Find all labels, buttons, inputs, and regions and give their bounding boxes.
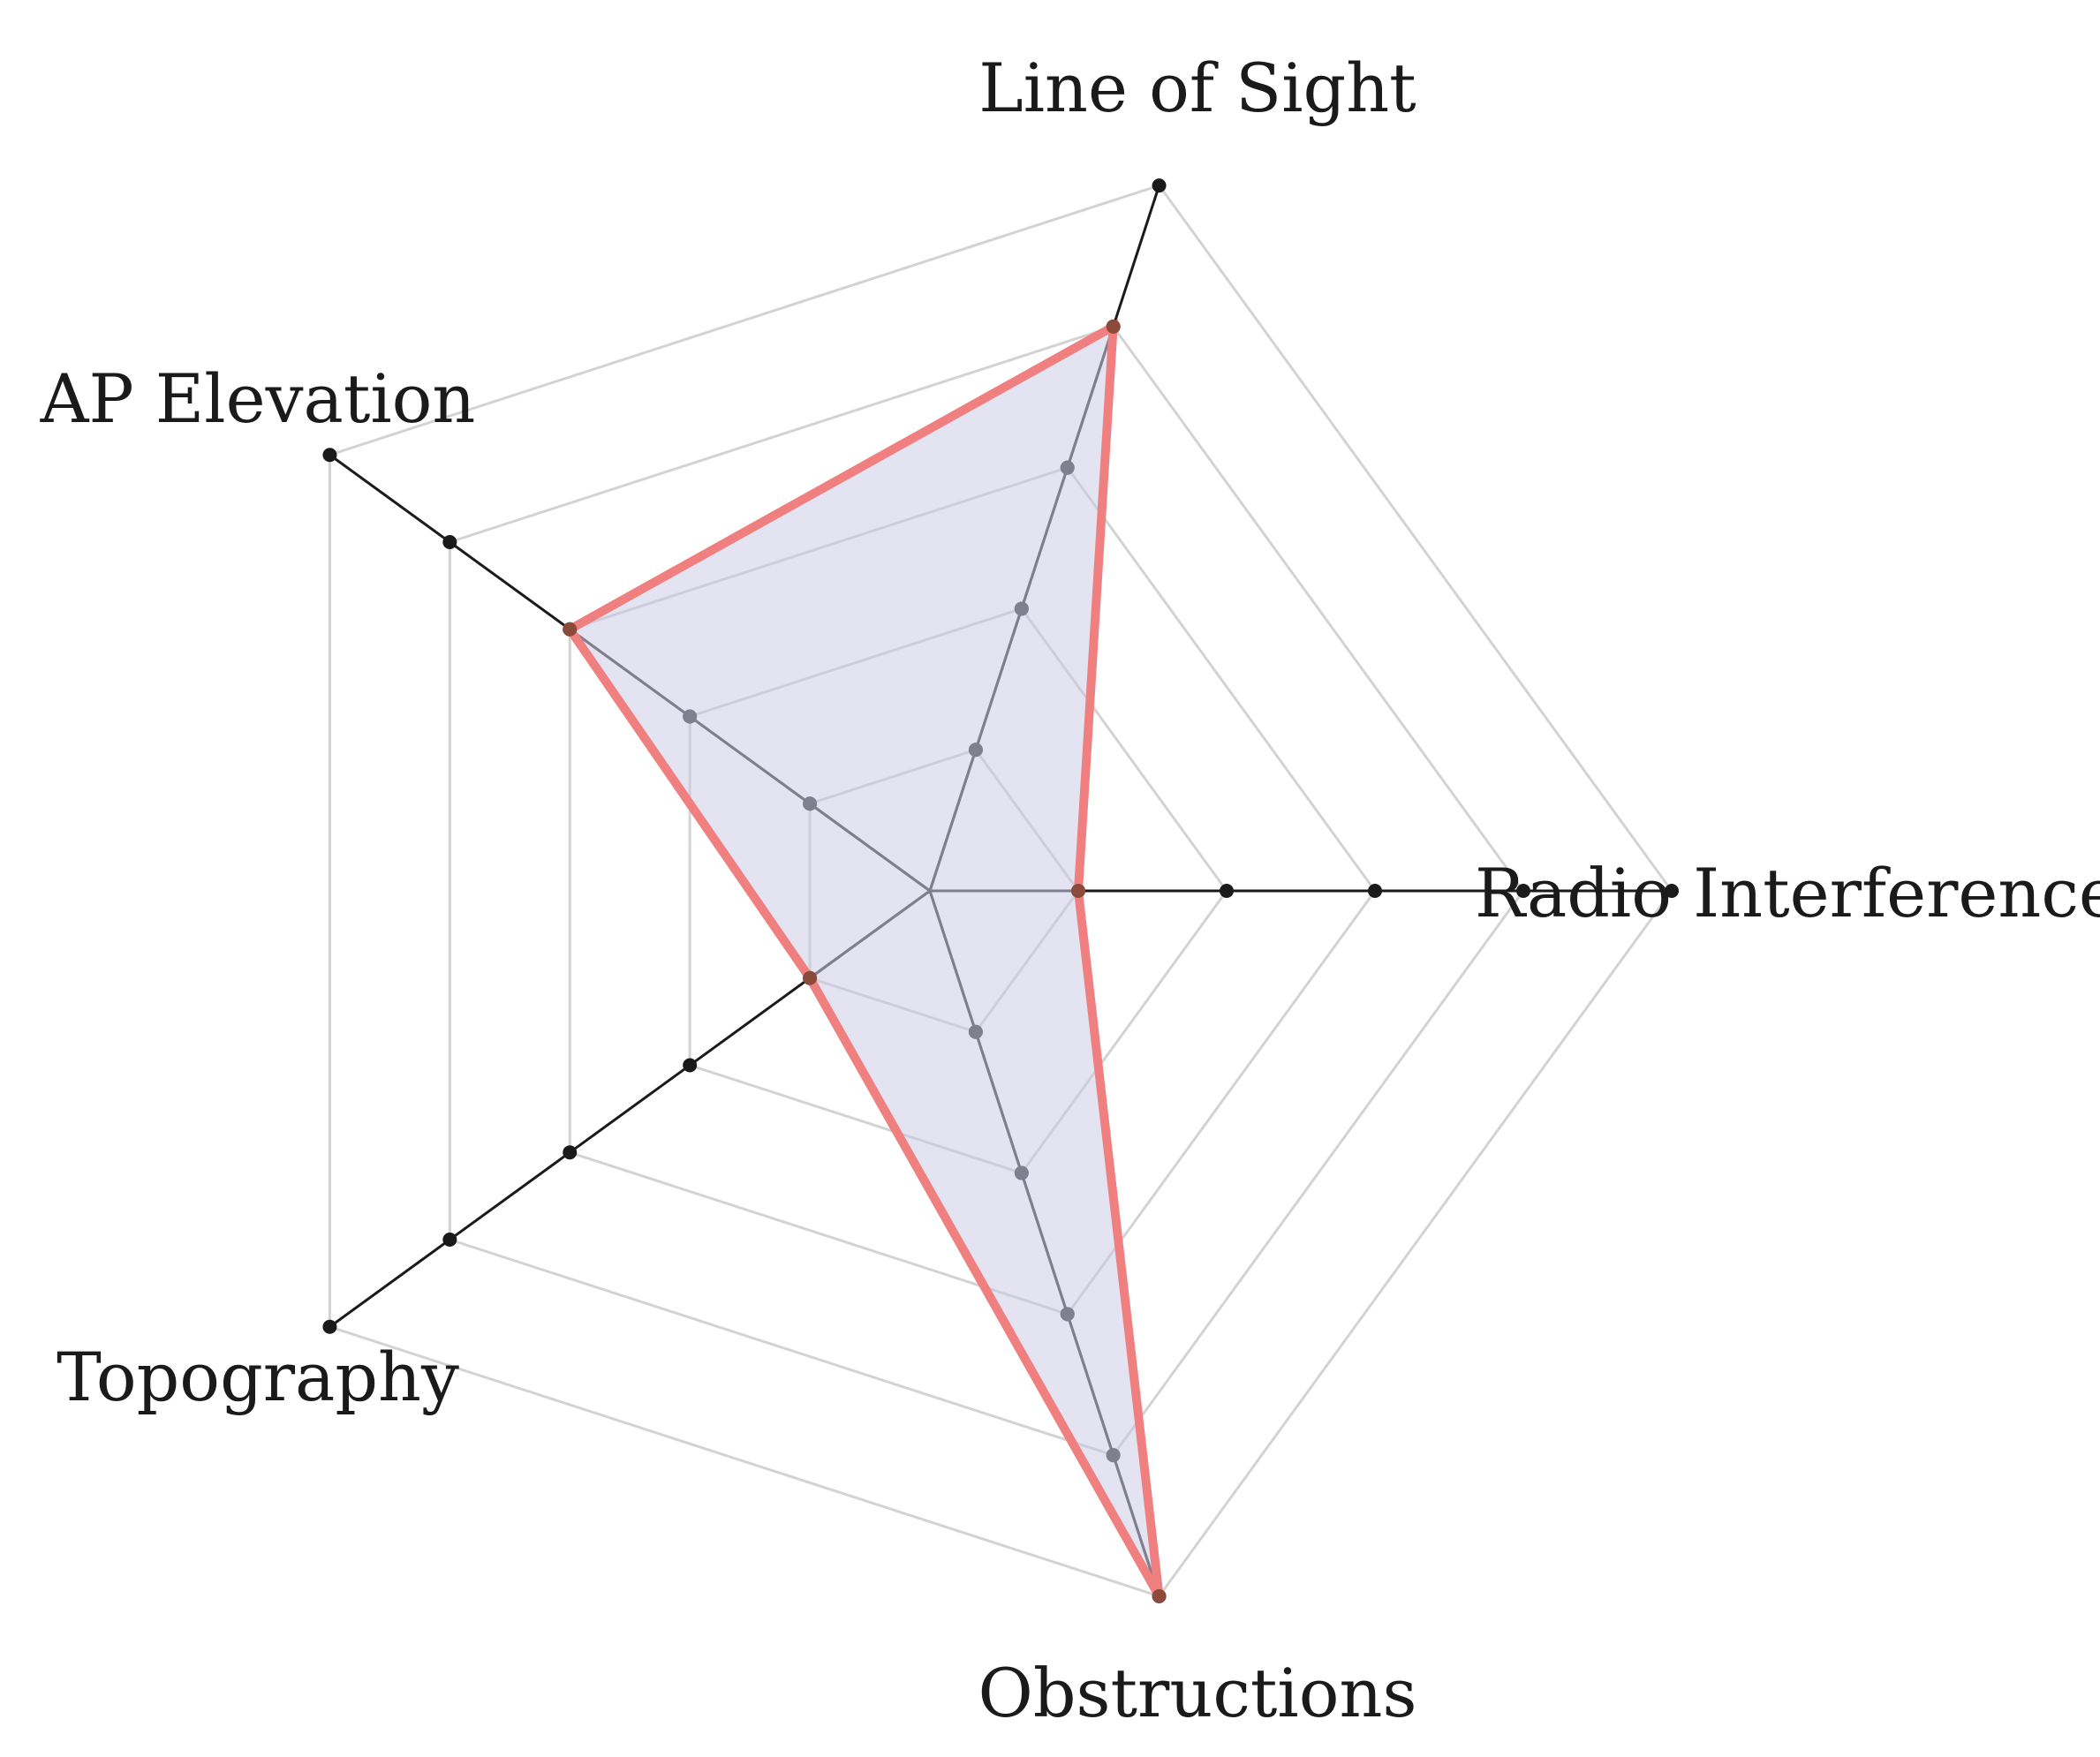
series-fill-0	[570, 326, 1160, 1596]
inner-tick-dot-4-1	[803, 796, 818, 811]
data-point-3	[803, 970, 818, 985]
axis-label-line-of-sight: Line of Sight	[978, 49, 1416, 127]
axis-tick-dot-1-2	[1220, 884, 1234, 898]
axis-label-ap-elevation: AP Elevation	[40, 359, 476, 438]
inner-tick-dot-0-2	[1014, 601, 1029, 616]
inner-tick-dot-2-2	[1014, 1165, 1029, 1180]
inner-tick-dot-0-1	[968, 743, 983, 758]
data-point-1	[1071, 884, 1085, 898]
data-point-0	[1106, 319, 1121, 334]
inner-tick-dot-2-1	[968, 1024, 983, 1039]
axis-label-radio-interference: Radio Interference	[1475, 854, 2100, 932]
radar-grid	[328, 184, 1673, 1598]
inner-tick-dot-2-4	[1106, 1448, 1121, 1463]
inner-axis-line-2	[928, 890, 1161, 1597]
axis-tick-dot-3-5	[322, 1319, 337, 1334]
radar-series	[563, 319, 1167, 1603]
axis-tick-dot-3-3	[563, 1145, 578, 1160]
axis-tick-dot-3-2	[683, 1058, 698, 1073]
axis-tick-dot-0-5	[1152, 178, 1167, 193]
inner-axis-line-4	[569, 628, 931, 893]
inner-tick-dot-4-2	[683, 709, 698, 724]
axis-tick-dot-1-4	[1516, 884, 1530, 898]
axis-tick-dot-1-3	[1368, 884, 1382, 898]
data-point-2	[1152, 1588, 1167, 1603]
inner-tick-dot-2-3	[1060, 1307, 1075, 1322]
series-outline-0	[563, 319, 1164, 1599]
inner-tick-dot-0-3	[1060, 460, 1075, 475]
axis-tick-dot-4-5	[322, 448, 337, 463]
axis-tick-dot-3-4	[442, 1232, 457, 1247]
inner-axis-line-3	[809, 889, 931, 979]
axis-label-topography: Topography	[57, 1338, 459, 1416]
grid-ring-5	[328, 184, 1673, 1598]
axis-label-obstructions: Obstructions	[978, 1654, 1417, 1732]
axis-labels: Line of Sight Radio Interference Obstruc…	[40, 49, 2100, 1732]
data-point-4	[563, 622, 578, 637]
axis-tick-dot-4-4	[442, 535, 457, 550]
grid-ring-4	[448, 325, 1525, 1457]
axis-tick-dot-1-5	[1665, 884, 1679, 898]
